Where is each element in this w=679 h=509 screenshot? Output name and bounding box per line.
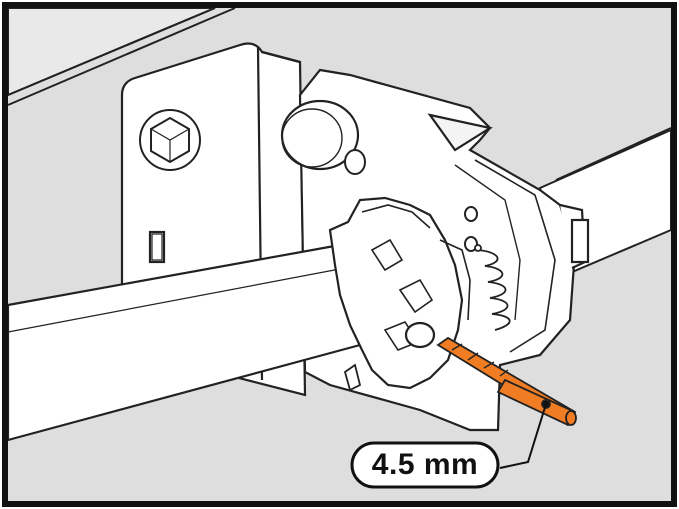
drill-size-label: 4.5 mm (371, 448, 479, 481)
upper-beam (7, 7, 236, 106)
lower-clip (343, 363, 362, 392)
housing-pin (344, 149, 478, 252)
drill-bit-icon (436, 336, 577, 427)
hex-bolt-icon (139, 109, 201, 171)
callout-bubble (350, 441, 500, 489)
callout-leader (499, 403, 547, 469)
ratchet-wheel (328, 196, 471, 390)
rubber-pad (280, 99, 360, 171)
spring-icon (474, 244, 511, 331)
